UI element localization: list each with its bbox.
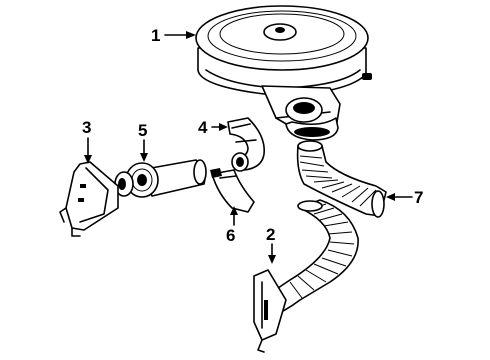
- callout-7: 7: [414, 188, 423, 207]
- callout-5: 5: [138, 121, 147, 140]
- bracket-3: [59, 161, 119, 237]
- callout-2: 2: [266, 225, 275, 244]
- callout-1: 1: [151, 26, 160, 45]
- air-cleaner-assembly: [195, 5, 372, 141]
- elbow-4: [227, 117, 265, 172]
- intake-duct-2: [253, 199, 359, 353]
- heat-shield-6: [210, 168, 255, 213]
- callout-3: 3: [82, 118, 91, 137]
- flex-hose-7: [296, 140, 387, 218]
- callout-6: 6: [226, 226, 235, 245]
- callout-4: 4: [198, 118, 208, 137]
- filter-5: [114, 159, 207, 198]
- leader-lines: [84, 31, 413, 264]
